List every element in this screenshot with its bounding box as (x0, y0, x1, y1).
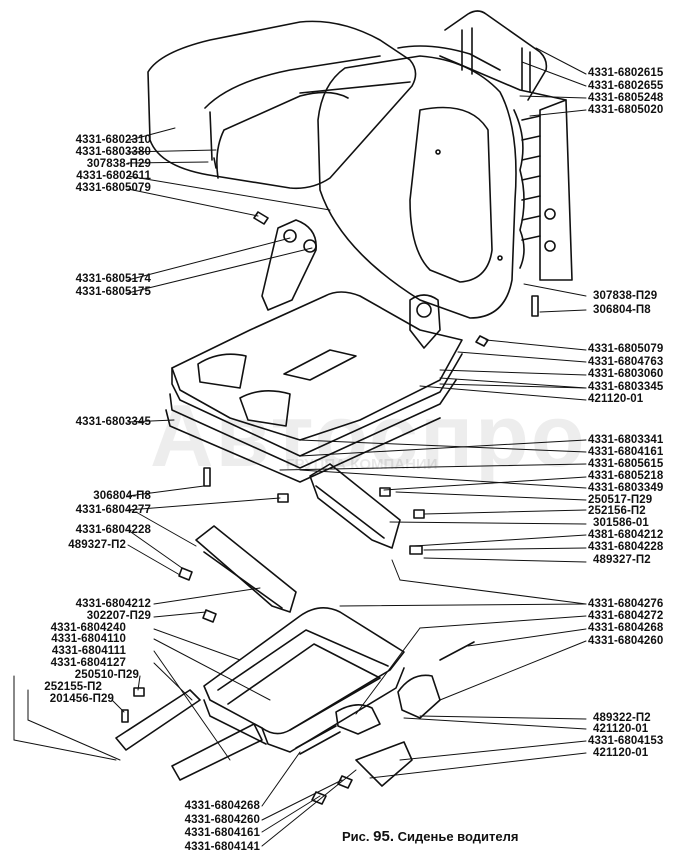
part-label: 252155-П2 (44, 681, 102, 693)
part-label: 4331-6804153 (588, 735, 664, 747)
part-label: 489327-П2 (68, 539, 126, 551)
part-label: 307838-П29 (593, 290, 658, 302)
part-label: 4331-6804268 (588, 622, 664, 634)
part-label: 301586-01 (593, 517, 649, 529)
caption-title: Сиденье водителя (397, 829, 519, 844)
part-label: 4331-6804228 (588, 541, 664, 553)
part-label: 4331-6804110 (51, 633, 126, 645)
part-label: 4331-6804161 (588, 446, 664, 458)
part-label: 4331-6804260 (588, 635, 664, 647)
part-label: 4331-6804111 (51, 645, 126, 657)
part-label: 4331-6804272 (588, 610, 664, 622)
part-label: 250510-П29 (74, 669, 139, 681)
part-label: 4331-6802655 (588, 80, 664, 92)
leader-lines-bottom (261, 751, 357, 847)
part-label: 201456-П29 (49, 693, 114, 705)
part-label: 4331-6804127 (50, 657, 126, 669)
part-label: 4331-6803349 (588, 482, 664, 494)
part-label: 421120-01 (593, 723, 649, 735)
part-label: 4381-6804212 (588, 529, 664, 541)
lower-rails (115, 641, 475, 787)
part-label: 4331-6803345 (588, 381, 664, 393)
part-label: 4331-6804141 (184, 841, 260, 853)
leader-lines-right (279, 47, 587, 779)
part-label: 4331-6805615 (588, 458, 664, 470)
part-label: 4331-6804240 (50, 622, 126, 634)
part-label: 421120-01 (593, 747, 649, 759)
part-label: 4331-6804276 (588, 598, 664, 610)
part-label: 4331-6805175 (75, 286, 151, 298)
part-label: 4331-6803341 (588, 434, 664, 446)
part-label: 4331-6804260 (184, 814, 260, 826)
part-label: 4331-6803060 (588, 368, 664, 380)
backrest-bracket-left (261, 219, 317, 311)
part-label: 4331-6802611 (76, 170, 151, 182)
part-label: 421120-01 (588, 393, 644, 405)
part-label: 4331-6804268 (184, 800, 260, 812)
base-frame (203, 607, 405, 753)
part-label: 302207-П29 (86, 610, 151, 622)
part-label: 4331-6802615 (588, 67, 664, 79)
part-label: 4331-6804161 (184, 827, 260, 839)
part-label: 4331-6805174 (75, 273, 151, 285)
part-label: 4331-6804277 (75, 504, 151, 516)
part-label: 4331-6803345 (75, 416, 151, 428)
part-label: 306804-П8 (593, 304, 651, 316)
part-label: 4331-6805079 (588, 343, 664, 355)
leader-lines (13, 127, 331, 761)
part-label: 4331-6804212 (75, 598, 151, 610)
part-label: 4331-6805248 (588, 92, 664, 104)
part-label: 250517-П29 (588, 494, 653, 506)
part-label: 4331-6805020 (588, 104, 664, 116)
part-label: 252156-П2 (588, 505, 646, 517)
part-label: 4331-6802310 (75, 134, 151, 146)
part-label: 4331-6804763 (588, 356, 664, 368)
part-label: 489322-П2 (593, 712, 651, 724)
part-label: 4331-6804228 (75, 524, 151, 536)
backrest (317, 45, 517, 319)
fasteners (121, 211, 539, 805)
figure-caption: Рис. 95. Сиденье водителя (342, 828, 518, 845)
caption-prefix: Рис. (342, 829, 370, 844)
part-label: 4331-6803380 (75, 146, 151, 158)
seat-cushion (147, 20, 417, 190)
part-label: 4331-6805218 (588, 470, 664, 482)
seat-frame (165, 291, 463, 483)
part-label: 4331-6805079 (75, 182, 151, 194)
caption-number: 95. (373, 828, 394, 845)
slide-rails (195, 463, 401, 613)
part-label: 489327-П2 (593, 554, 651, 566)
part-label: 307838-П29 (86, 158, 151, 170)
part-label: 306804-П8 (93, 490, 151, 502)
